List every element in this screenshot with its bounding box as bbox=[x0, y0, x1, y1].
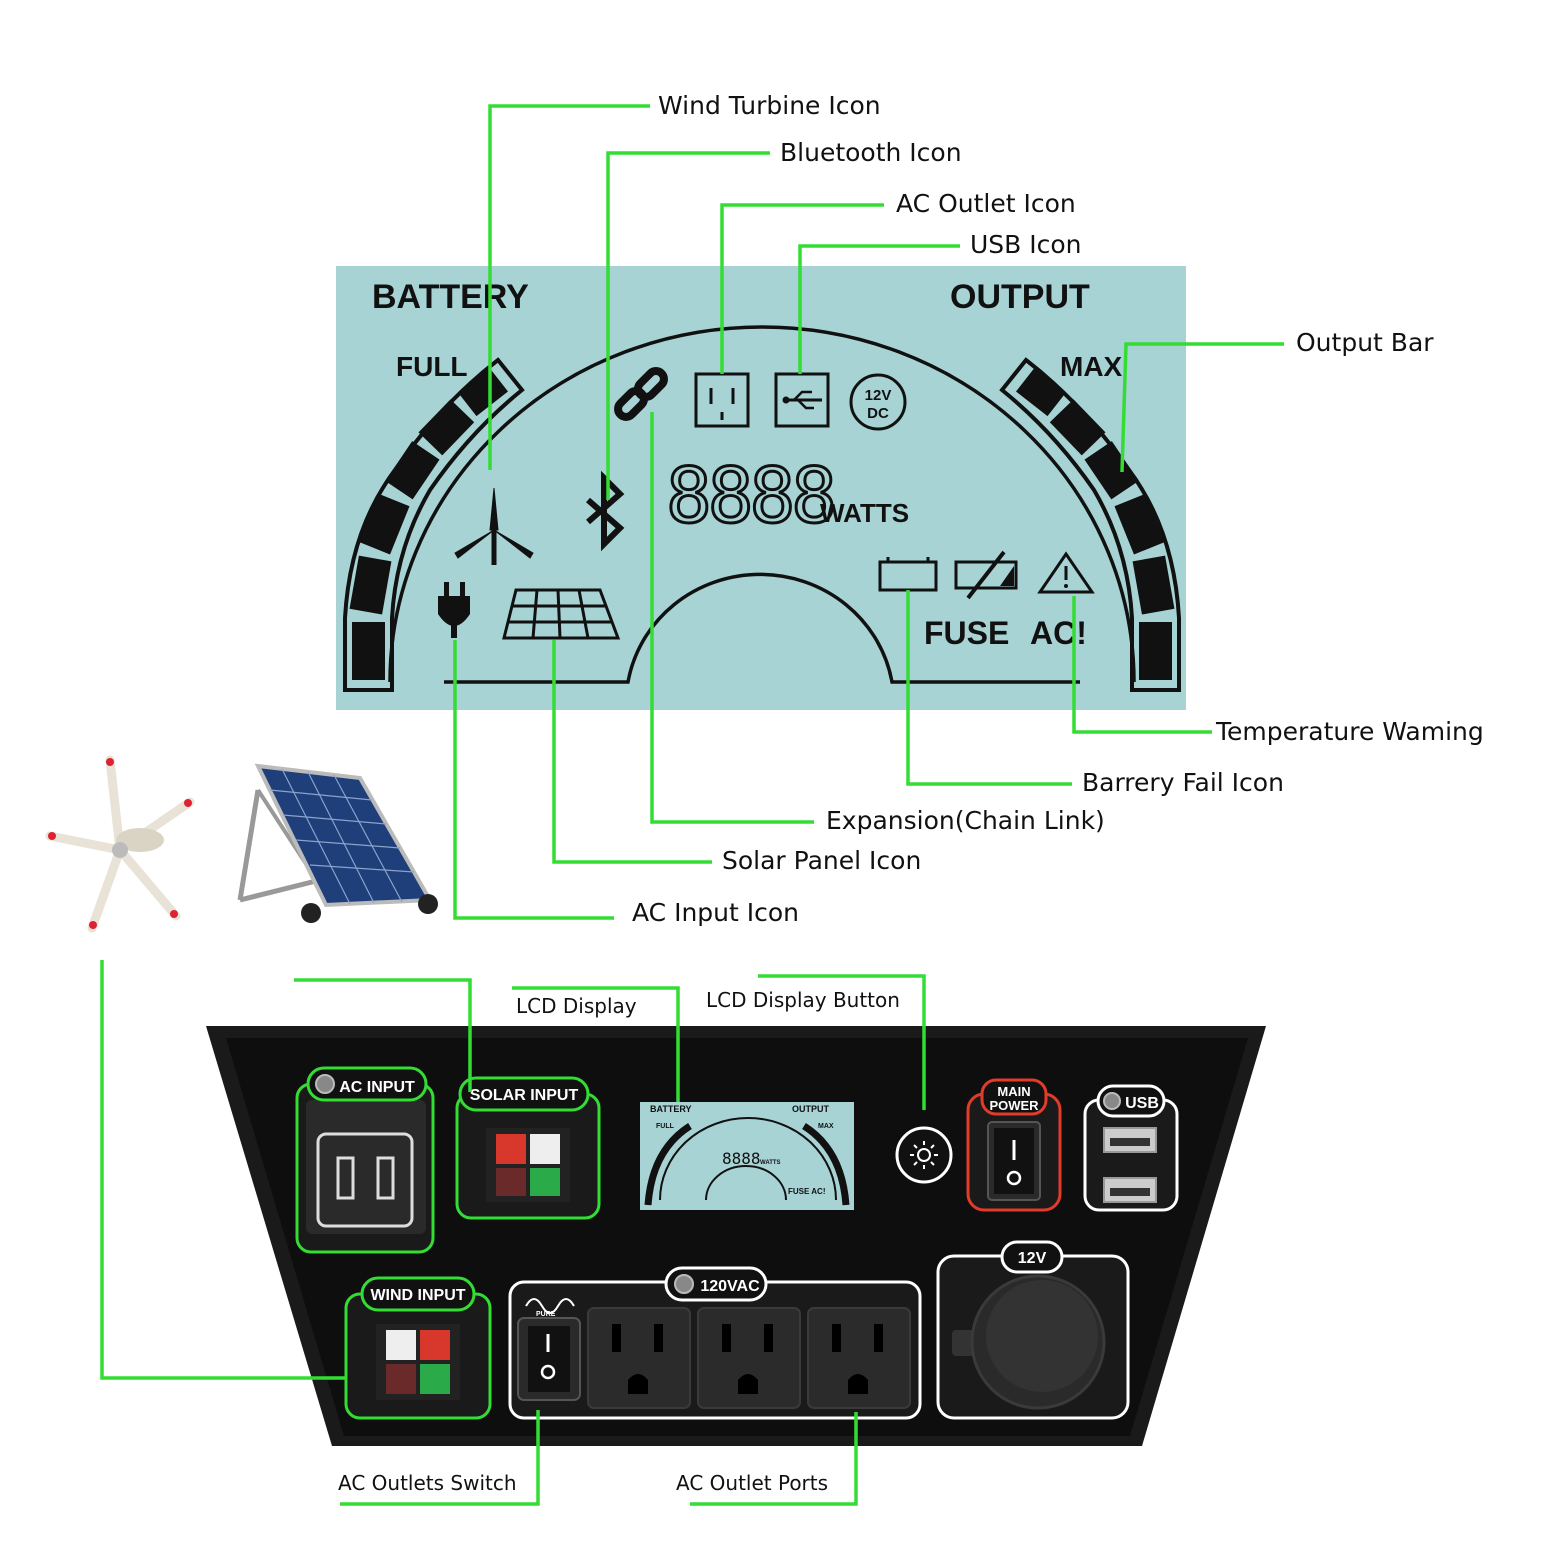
usb-ports[interactable]: USB bbox=[1083, 1084, 1179, 1212]
battery-level-bar bbox=[343, 357, 525, 692]
lcd-ac-alert-label: AC! bbox=[1030, 615, 1087, 651]
output-level-bar bbox=[999, 357, 1181, 692]
label-usb-icon: USB Icon bbox=[970, 230, 1082, 259]
wind-input-label: WIND INPUT bbox=[370, 1287, 465, 1304]
output-segment bbox=[1016, 367, 1066, 417]
lcd-watts-digits: 8888 bbox=[666, 451, 833, 540]
fuse-icon bbox=[954, 550, 1018, 600]
dc-12v-icon: 12V DC bbox=[849, 373, 907, 431]
ac-outlet-port[interactable] bbox=[697, 1307, 801, 1409]
ac-outlet-port[interactable] bbox=[587, 1307, 691, 1409]
battery-segment bbox=[352, 622, 385, 680]
output-segment bbox=[1132, 555, 1175, 615]
battery-segment bbox=[349, 555, 392, 615]
svg-text:MAX: MAX bbox=[818, 1123, 834, 1130]
pure-sine-label: PURE bbox=[536, 1311, 556, 1318]
label-ac-input-icon: AC Input Icon bbox=[632, 898, 800, 927]
label-temperature-warning: Temperature Waming bbox=[1216, 717, 1484, 746]
solar-input-port[interactable]: SOLAR INPUT bbox=[455, 1076, 601, 1220]
lcd-max-label: MAX bbox=[1060, 351, 1123, 382]
ac-plug-icon bbox=[438, 582, 470, 638]
lcd-background bbox=[336, 266, 1186, 710]
solar-panel-icon bbox=[502, 588, 621, 640]
lcd-inner-arc bbox=[444, 572, 1080, 684]
ac-input-label: AC INPUT bbox=[339, 1079, 415, 1096]
output-segment bbox=[1084, 441, 1139, 500]
usb-icon bbox=[774, 372, 830, 428]
leader-lines bbox=[453, 104, 1284, 920]
lcd-output-label: OUTPUT bbox=[950, 278, 1090, 316]
lcd-full-label: FULL bbox=[396, 351, 468, 382]
label-expansion: Expansion(Chain Link) bbox=[826, 806, 1105, 835]
output-segment bbox=[1139, 622, 1172, 680]
label-ac-outlet-icon: AC Outlet Icon bbox=[896, 189, 1076, 218]
label-wind-turbine-icon: Wind Turbine Icon bbox=[658, 91, 881, 120]
svg-text:DC: DC bbox=[867, 405, 889, 422]
lcd-enlarged: BATTERY OUTPUT FULL MAX bbox=[336, 266, 1186, 710]
svg-text:12V: 12V bbox=[865, 387, 892, 404]
ac-120-label: 120VAC bbox=[700, 1278, 760, 1295]
chain-link-icon bbox=[614, 367, 668, 421]
ac-input-port[interactable]: AC INPUT bbox=[295, 1066, 435, 1254]
output-segment bbox=[1049, 399, 1106, 456]
control-panel: AC INPUT SOLAR INPUT BATTERY OUTPUT FULL… bbox=[206, 1026, 1266, 1446]
temperature-warning-icon bbox=[1037, 551, 1095, 594]
svg-text:FULL: FULL bbox=[656, 1123, 675, 1130]
label-lcd-display-button: LCD Display Button bbox=[706, 988, 900, 1012]
label-ac-outlet-ports: AC Outlet Ports bbox=[676, 1471, 829, 1495]
lcd-watts-label: WATTS bbox=[820, 498, 909, 528]
ac-outlet-port[interactable] bbox=[807, 1307, 911, 1409]
wind-input-port[interactable]: WIND INPUT bbox=[344, 1276, 492, 1420]
panel-leader-lines bbox=[100, 960, 926, 1506]
main-power-switch[interactable]: MAIN POWER bbox=[966, 1078, 1062, 1212]
label-output-bar: Output Bar bbox=[1296, 328, 1434, 357]
bluetooth-icon bbox=[586, 470, 625, 552]
battery-segment bbox=[385, 441, 440, 500]
svg-text:8888: 8888 bbox=[722, 1149, 761, 1168]
ac-outlets-switch[interactable] bbox=[517, 1317, 581, 1401]
svg-text:BATTERY: BATTERY bbox=[650, 1104, 692, 1114]
battery-segment bbox=[359, 493, 410, 555]
lcd-display-button[interactable] bbox=[895, 1126, 953, 1184]
label-battery-fail-icon: Barrery Fail Icon bbox=[1082, 768, 1284, 797]
dc-12v-label: 12V bbox=[1018, 1250, 1047, 1267]
label-ac-outlets-switch: AC Outlets Switch bbox=[338, 1471, 517, 1495]
lcd-outer-arc bbox=[388, 325, 1136, 683]
lcd-fuse-label: FUSE bbox=[924, 615, 1009, 651]
label-lcd-display: LCD Display bbox=[516, 994, 637, 1018]
dc-12v-port[interactable]: 12V bbox=[936, 1240, 1130, 1420]
label-solar-panel-icon: Solar Panel Icon bbox=[722, 846, 922, 875]
svg-text:OUTPUT: OUTPUT bbox=[792, 1104, 830, 1114]
usb-label: USB bbox=[1125, 1095, 1159, 1112]
svg-text:WATTS: WATTS bbox=[760, 1160, 781, 1166]
svg-text:FUSE AC!: FUSE AC! bbox=[788, 1187, 825, 1196]
main-power-label-bottom: POWER bbox=[989, 1098, 1039, 1113]
battery-segment bbox=[458, 367, 508, 417]
solar-panel-illustration bbox=[237, 763, 438, 923]
main-power-label-top: MAIN bbox=[997, 1084, 1030, 1099]
label-bluetooth-icon: Bluetooth Icon bbox=[780, 138, 962, 167]
lcd-display: BATTERY OUTPUT FULL MAX 8888 WATTS FUSE … bbox=[640, 1102, 854, 1210]
battery-segment bbox=[418, 399, 475, 456]
wind-turbine-illustration bbox=[45, 755, 195, 933]
output-segment bbox=[1114, 493, 1165, 555]
wind-turbine-icon bbox=[454, 487, 534, 565]
lcd-battery-label: BATTERY bbox=[372, 278, 529, 316]
solar-input-label: SOLAR INPUT bbox=[470, 1087, 579, 1104]
